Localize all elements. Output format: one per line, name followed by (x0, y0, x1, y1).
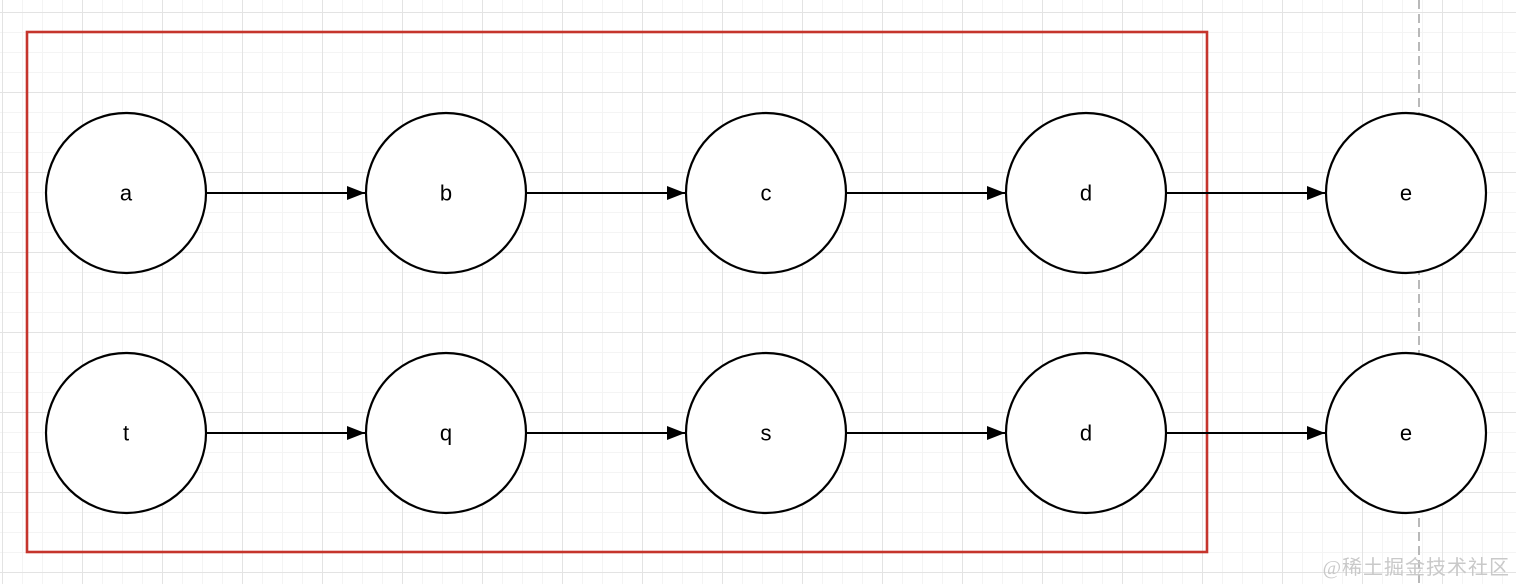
highlight-box[interactable] (25, 30, 1209, 554)
node-t-label: t (123, 421, 129, 446)
node-s-circle[interactable] (684, 351, 848, 515)
node-t[interactable]: t (44, 351, 208, 515)
node-e2-circle[interactable] (1324, 351, 1488, 515)
node-b-label: b (440, 181, 452, 206)
node-d2-label: d (1080, 421, 1092, 446)
node-d-label: d (1080, 181, 1092, 206)
node-e[interactable]: e (1324, 111, 1488, 275)
node-d2[interactable]: d (1004, 351, 1168, 515)
node-e-label: e (1400, 181, 1412, 206)
node-a-circle[interactable] (44, 111, 208, 275)
node-a[interactable]: a (44, 111, 208, 275)
node-d[interactable]: d (1004, 111, 1168, 275)
node-e2-label: e (1400, 421, 1412, 446)
node-d2-circle[interactable] (1004, 351, 1168, 515)
node-e-circle[interactable] (1324, 111, 1488, 275)
node-e2[interactable]: e (1324, 351, 1488, 515)
node-s[interactable]: s (684, 351, 848, 515)
node-b[interactable]: b (364, 111, 528, 275)
node-q[interactable]: q (364, 351, 528, 515)
node-t-circle[interactable] (44, 351, 208, 515)
node-q-circle[interactable] (364, 351, 528, 515)
node-b-circle[interactable] (364, 111, 528, 275)
node-c-label: c (761, 181, 772, 206)
node-d-circle[interactable] (1004, 111, 1168, 275)
node-c[interactable]: c (684, 111, 848, 275)
node-q-label: q (440, 421, 452, 446)
node-s-label: s (761, 421, 772, 446)
node-a-label: a (120, 181, 133, 206)
node-c-circle[interactable] (684, 111, 848, 275)
